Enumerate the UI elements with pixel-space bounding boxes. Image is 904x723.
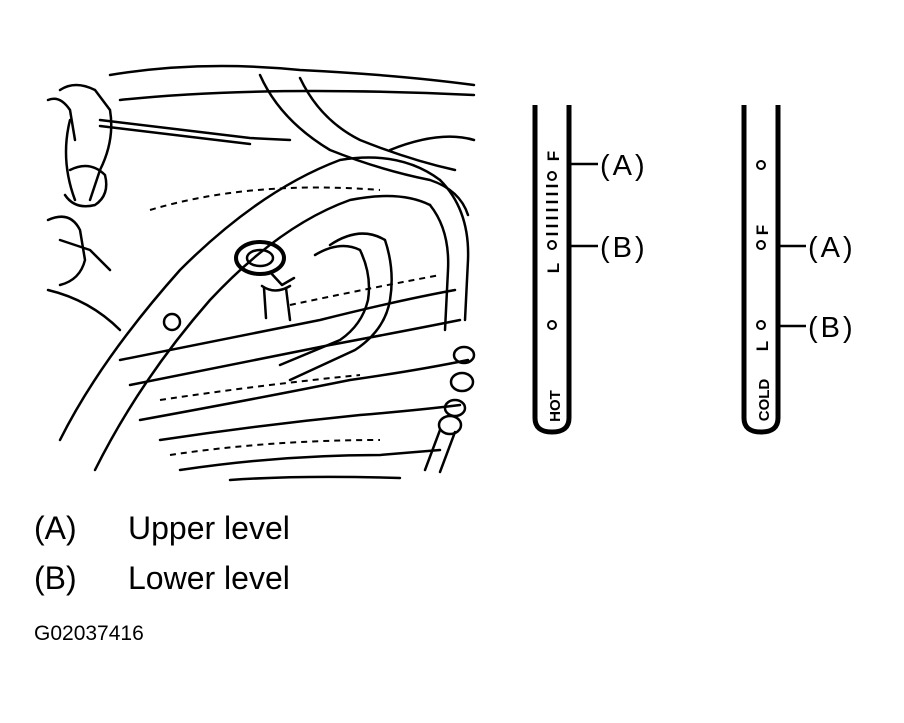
dipstick-cold-callout-lower: (B) — [808, 312, 856, 344]
dipstick-hot-hash-marks — [546, 184, 558, 236]
engine-illustration — [46, 64, 476, 482]
dipstick-hot-body — [532, 105, 572, 435]
dipstick-cold-mark-full: F — [753, 225, 772, 235]
dipstick-hot-callout-lower: (B) — [600, 232, 648, 264]
dipstick-hot: F L HOT (A) (B) — [532, 105, 648, 435]
dipstick-hot-callout-upper: (A) — [600, 150, 648, 182]
dipstick-cold-label: COLD — [756, 379, 773, 422]
figure-code: G02037416 — [34, 622, 144, 645]
dipstick-hot-hole-upper — [547, 171, 557, 181]
dipstick-hot-hole-mid — [547, 240, 557, 250]
legend-key: (A) — [34, 510, 77, 546]
dipstick-cold-hole-lower — [756, 320, 766, 330]
dipstick-cold-mark-low: L — [753, 341, 772, 351]
dipstick-hot-mark-low: L — [544, 263, 563, 273]
legend-text: Upper level — [128, 510, 290, 546]
dipstick-cold-hole-upper — [756, 160, 766, 170]
dipstick-cold-body — [741, 105, 781, 435]
dipstick-hot-label: HOT — [547, 390, 564, 422]
dipstick-cold-callout-upper: (A) — [808, 232, 856, 264]
legend-key: (B) — [34, 560, 77, 596]
engine-dashed-lines — [149, 186, 441, 456]
dipstick-cold: F L COLD (A) (B) — [741, 105, 856, 435]
legend-text: Lower level — [128, 560, 290, 596]
dipstick-hot-mark-full: F — [544, 151, 563, 161]
dipstick-cold-hole-mid — [756, 240, 766, 250]
dipstick-hot-hole-lower — [547, 320, 557, 330]
